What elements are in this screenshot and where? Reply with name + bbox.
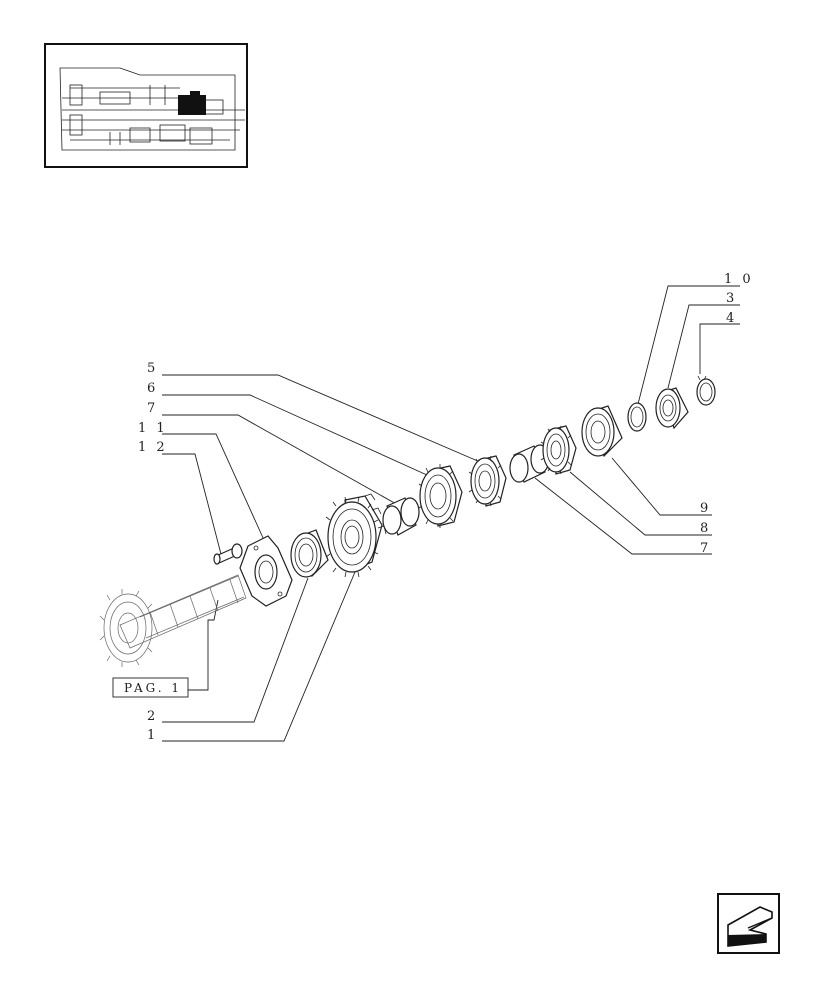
label-5: 5 (147, 361, 158, 376)
part-1-large-gear[interactable] (325, 493, 387, 578)
label-10: 1 0 (724, 272, 754, 287)
back-arrow-button[interactable] (717, 893, 780, 954)
page-reference[interactable]: PAG. 1 (112, 677, 189, 698)
leader-2 (162, 577, 309, 723)
leader-1 (162, 571, 356, 742)
label-6: 6 (147, 381, 158, 396)
leader-lines (162, 285, 740, 742)
leader-9 (611, 457, 712, 516)
leader-12 (162, 453, 223, 559)
label-1: 1 (147, 728, 158, 743)
leader-7a (162, 414, 399, 506)
label-7b: 7 (700, 541, 711, 556)
transmission-section-thumbnail[interactable] (44, 43, 248, 168)
label-3: 3 (726, 291, 737, 306)
label-4: 4 (726, 311, 737, 326)
label-2: 2 (147, 709, 158, 724)
part-8-gear[interactable] (540, 425, 577, 475)
leader-11 (162, 433, 265, 541)
part-4-snap-ring[interactable] (696, 375, 716, 406)
back-arrow-icon (727, 906, 773, 947)
part-labels: 1 0 3 4 5 6 7 1 1 1 2 9 8 7 2 1 (138, 272, 754, 743)
part-9-bearing[interactable] (581, 405, 623, 458)
leader-pag (188, 599, 219, 691)
leader-4 (699, 323, 740, 374)
part-2-bearing[interactable] (290, 529, 329, 578)
part-3-bearing[interactable] (655, 387, 689, 430)
label-8: 8 (700, 521, 711, 536)
part-7-bushing-a[interactable] (382, 497, 420, 536)
part-11-plate[interactable] (239, 535, 293, 607)
label-11: 1 1 (138, 421, 168, 436)
part-12-bolt[interactable] (213, 543, 243, 565)
part-5-gear[interactable] (468, 455, 507, 507)
leader-5 (162, 374, 481, 463)
label-12: 1 2 (138, 440, 168, 455)
shaft (99, 574, 247, 667)
page-reference-text: PAG. 1 (124, 681, 182, 695)
label-9: 9 (700, 501, 711, 516)
leader-10 (636, 285, 740, 409)
part-6-gear[interactable] (418, 464, 463, 528)
leader-8 (569, 471, 712, 536)
leader-7b (534, 477, 712, 555)
leader-6 (162, 394, 439, 481)
leader-3 (667, 304, 740, 389)
part-10-ring[interactable] (627, 402, 647, 432)
label-7a: 7 (147, 401, 158, 416)
